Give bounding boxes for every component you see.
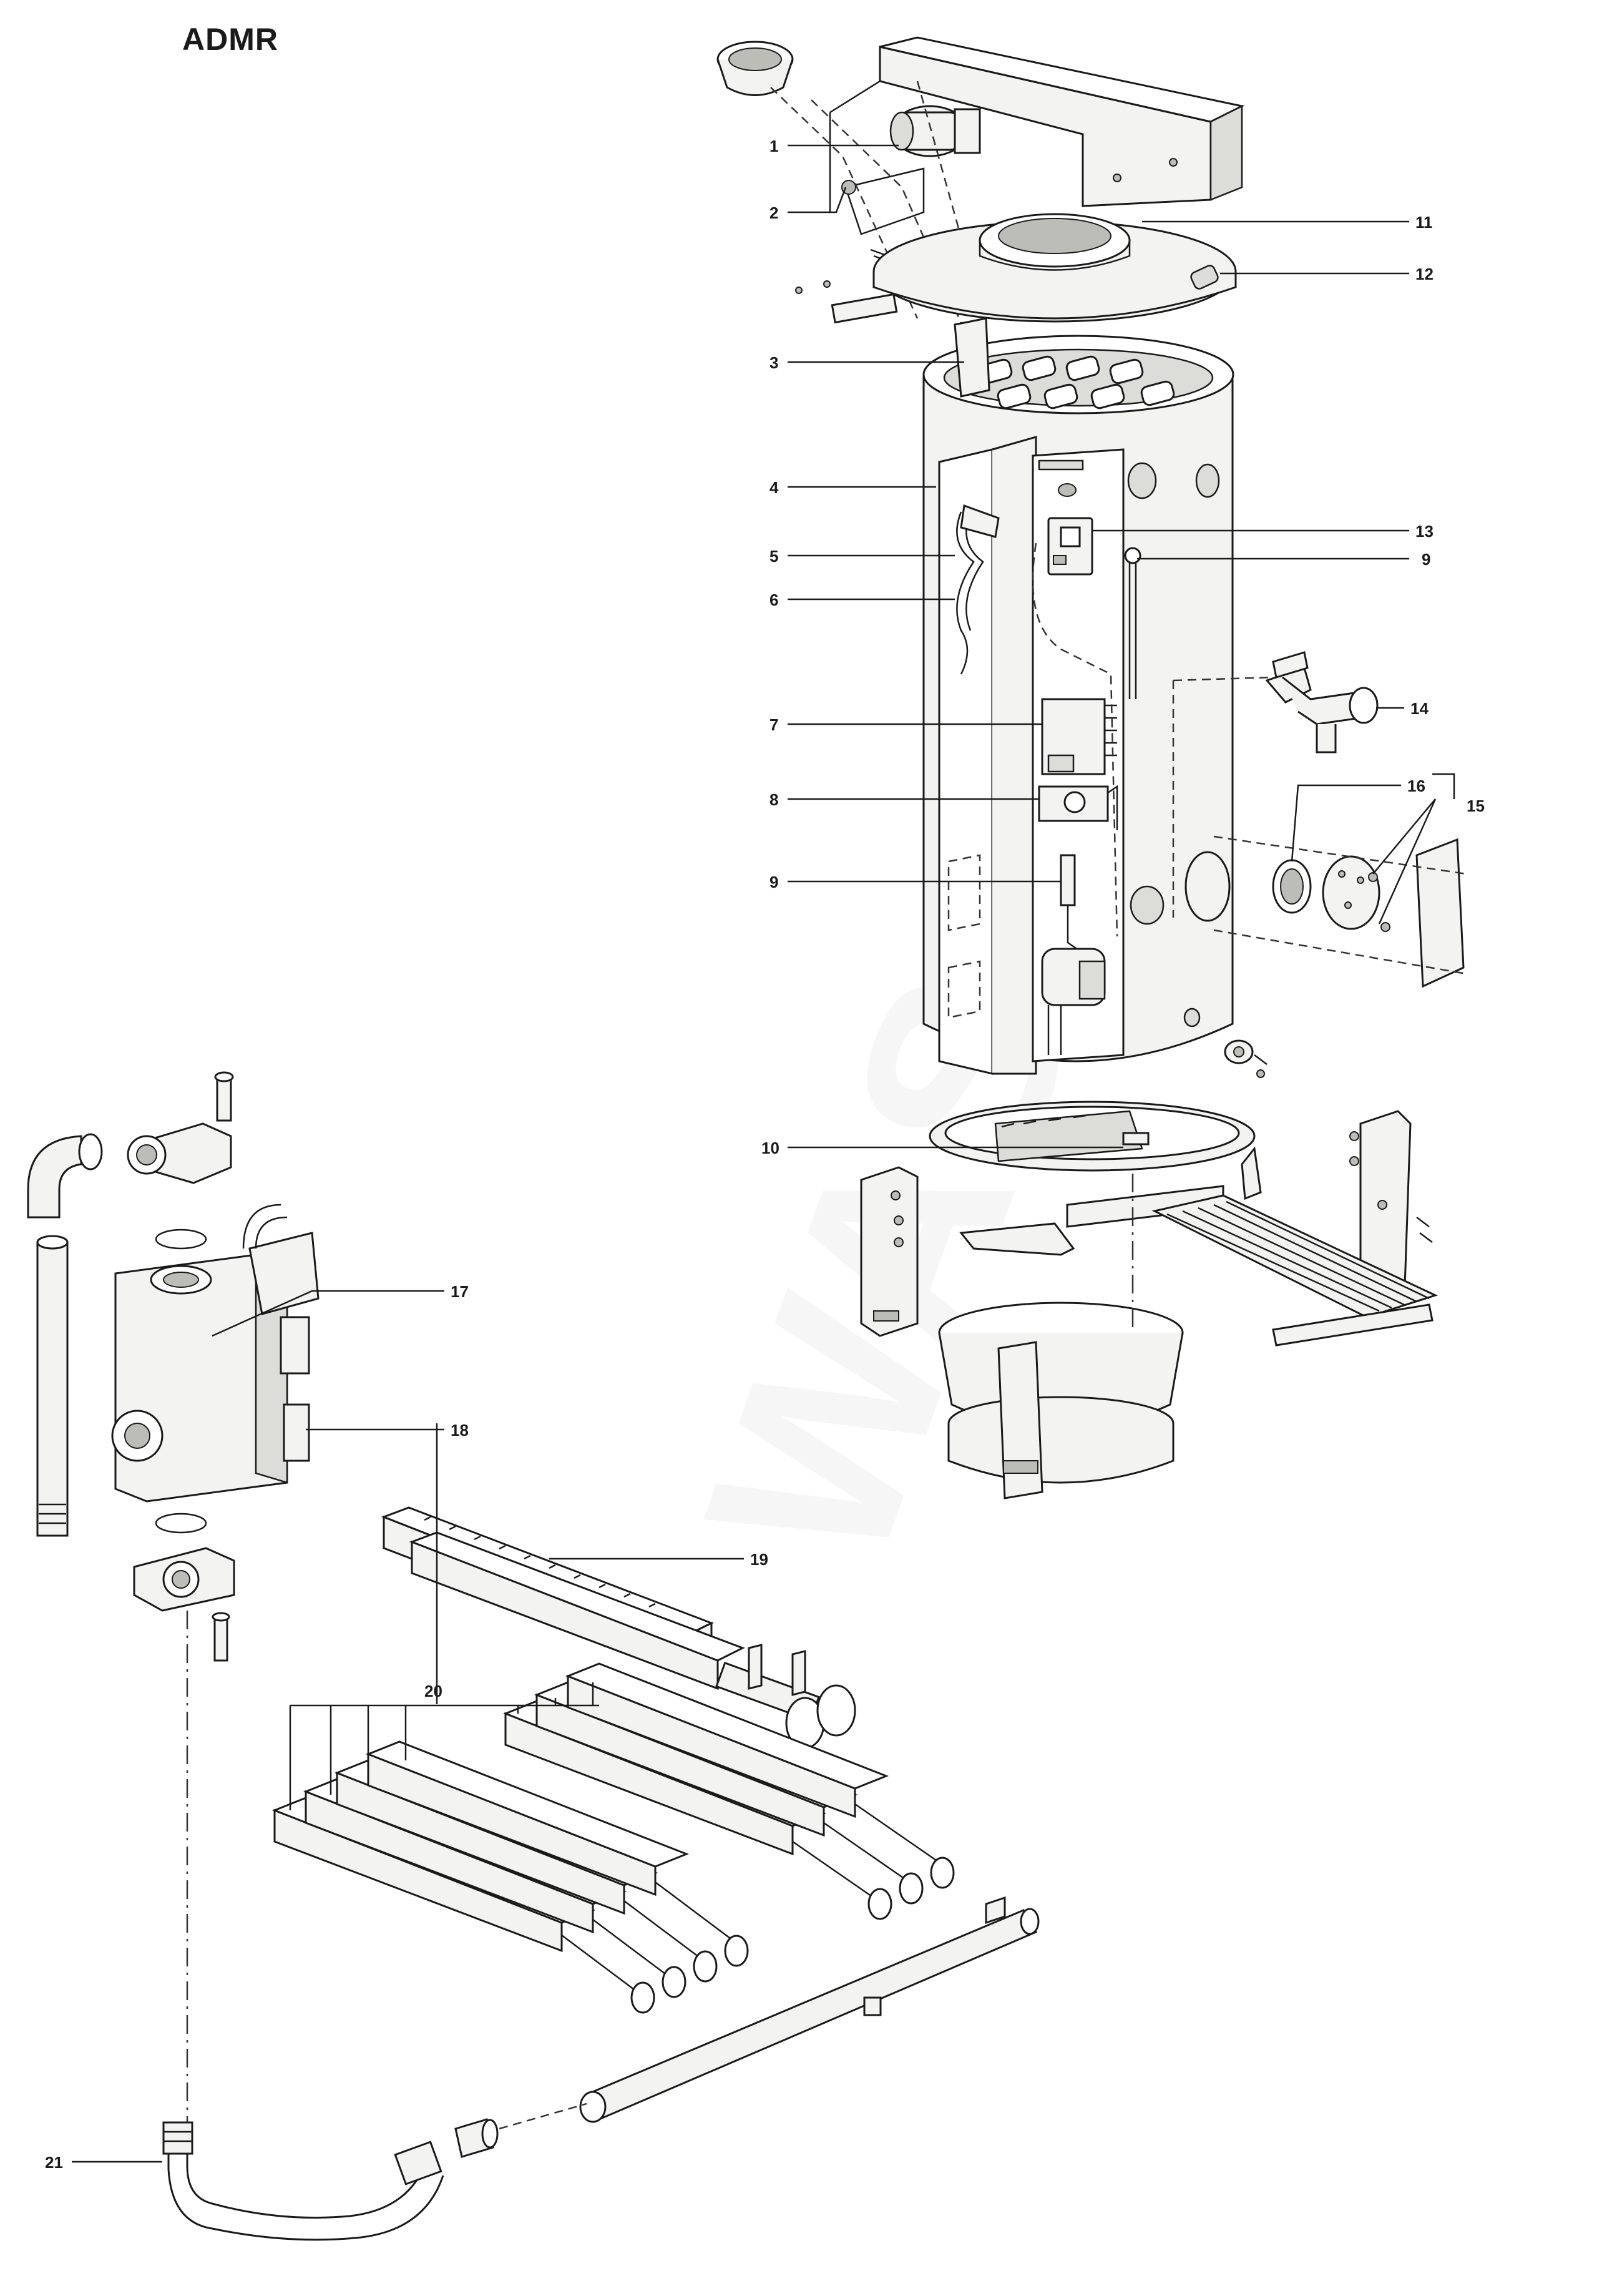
- callout-3: 3: [769, 353, 778, 372]
- diagram-title: ADMR: [182, 22, 278, 57]
- inspection-port: [1184, 838, 1465, 988]
- gas-valve-assembly: [27, 1071, 320, 1662]
- burner-manifold-small: [1151, 1194, 1438, 1347]
- wire-harness: [956, 504, 1000, 675]
- callout-13: 13: [1415, 522, 1434, 541]
- combustion-chamber-base: [938, 1302, 1184, 1499]
- relief-valve: [1265, 651, 1379, 753]
- callout-17: 17: [451, 1282, 469, 1301]
- leader-lines: [72, 144, 1455, 2163]
- draft-hood-box: [829, 36, 1245, 212]
- front-jacket-panel: [938, 436, 1037, 1075]
- callout-10: 10: [761, 1139, 779, 1157]
- callout-21: 21: [45, 2153, 63, 2172]
- sensor-probe: [1124, 547, 1141, 699]
- callout-8: 8: [769, 790, 778, 809]
- pilot-bracket-left: [860, 1166, 919, 1337]
- flex-gas-connector: [162, 2118, 499, 2241]
- burner-group-20: [271, 1662, 1040, 2123]
- flue-baffles: [978, 355, 1175, 410]
- callout-20: 20: [424, 1682, 442, 1700]
- callout-4: 4: [769, 478, 779, 497]
- callout-19: 19: [750, 1550, 768, 1569]
- callout-6: 6: [769, 591, 778, 609]
- callout-18: 18: [451, 1421, 469, 1440]
- callout-2: 2: [769, 204, 778, 222]
- control-panel: [1032, 448, 1125, 1062]
- callout-12: 12: [1415, 265, 1434, 283]
- burner-19: [381, 1506, 856, 1749]
- callout-labels: 1 2 3 4 5 6 7 8 9 10 11 12 13 9 14 16 15…: [45, 137, 1485, 2172]
- callout-15: 15: [1467, 797, 1485, 815]
- callout-9: 9: [769, 873, 778, 891]
- callout-9-right: 9: [1422, 550, 1430, 569]
- top-cover-ring: [872, 213, 1237, 323]
- combustion-chamber-top: [929, 1101, 1256, 1172]
- callout-5: 5: [769, 547, 778, 566]
- callout-7: 7: [769, 715, 778, 734]
- flue-collar: [716, 41, 794, 96]
- callout-14: 14: [1410, 699, 1429, 718]
- callout-1: 1: [769, 137, 778, 155]
- drain-valve: [1224, 1039, 1268, 1078]
- callout-16: 16: [1407, 777, 1425, 795]
- draft-fan-motor: [889, 105, 981, 157]
- callout-11: 11: [1415, 213, 1433, 232]
